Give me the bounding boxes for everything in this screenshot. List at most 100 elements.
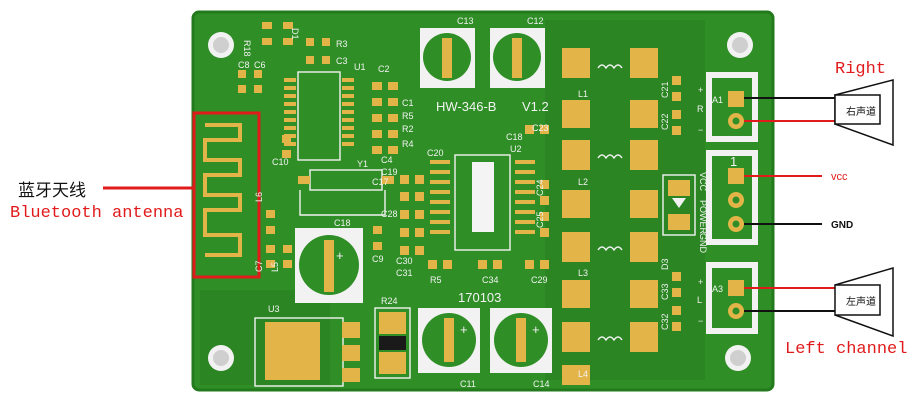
capacitor-c14: +	[490, 308, 552, 373]
mark-right-plus: +	[698, 85, 703, 95]
resistor-array	[372, 82, 398, 154]
vcc-label: vcc	[831, 171, 848, 183]
mark-gnd: GND	[698, 233, 708, 254]
right-speaker-label: 右声道	[846, 105, 876, 118]
mark-vcc: VCC	[698, 172, 708, 192]
ref-c28: C28	[381, 209, 398, 219]
ref-c18-top: C18	[506, 132, 523, 142]
svg-text:+: +	[460, 322, 468, 337]
ref-c6: C6	[254, 60, 266, 70]
antenna-label-cn: 蓝牙天线	[18, 181, 86, 201]
mark-left-plus: +	[698, 277, 703, 287]
mark-left-minus: −	[698, 316, 703, 326]
resistor-r24	[374, 307, 411, 379]
svg-text:+: +	[428, 72, 436, 87]
ref-c9: C9	[372, 254, 384, 264]
ref-l4: L4	[578, 369, 588, 379]
antenna-highlight-box	[192, 111, 261, 279]
ref-c32: C32	[660, 313, 670, 330]
ref-r2: R2	[402, 124, 414, 134]
mark-right-minus: −	[698, 125, 703, 135]
ref-y1: Y1	[357, 159, 368, 169]
small-smd-parts	[238, 22, 382, 268]
ref-c8: C8	[238, 60, 250, 70]
capacitor-pads-center	[400, 125, 549, 269]
ref-c4: C4	[381, 155, 393, 165]
ref-c29: C29	[531, 275, 548, 285]
inductor-coil-marks	[597, 64, 623, 342]
ref-r5: R5	[402, 111, 414, 121]
capacitor-c13: +	[420, 28, 475, 88]
ref-c17: C17	[372, 177, 389, 187]
board-model: HW-346-B	[436, 99, 496, 114]
capacitor-c11: +	[418, 308, 480, 373]
chip-u1	[284, 71, 354, 161]
inductor-pads	[562, 48, 658, 385]
mark-power: POWER	[698, 200, 708, 235]
ref-c22: C22	[660, 113, 670, 130]
mounting-holes	[208, 32, 753, 371]
terminal-block-left	[706, 262, 758, 334]
ref-u1: U1	[354, 62, 366, 72]
ref-c19: C19	[381, 167, 398, 177]
ref-d1: D1	[290, 28, 300, 40]
ref-l2: L2	[578, 177, 588, 187]
right-speaker-wires	[744, 97, 835, 122]
ref-r3: R3	[336, 39, 348, 49]
mark-pin1: 1	[730, 154, 737, 169]
ref-c31: C31	[396, 268, 413, 278]
ref-l6: L6	[254, 192, 264, 202]
ref-r4: R4	[402, 139, 414, 149]
ref-c2: C2	[378, 64, 390, 74]
mark-r: R	[697, 104, 704, 114]
ref-c1: C1	[402, 98, 414, 108]
ref-c34: C34	[482, 275, 499, 285]
ref-l1: L1	[578, 89, 588, 99]
svg-text:+: +	[532, 322, 540, 337]
ref-r18: R18	[242, 40, 252, 57]
capacitor-c12: +	[490, 28, 545, 88]
svg-text:+: +	[336, 248, 344, 263]
board-date-code: 170103	[458, 290, 501, 305]
ref-r5-bottom: R5	[430, 275, 442, 285]
terminal-block-power	[706, 150, 758, 245]
ref-c12: C12	[527, 16, 544, 26]
ref-a1: A1	[712, 95, 723, 105]
mark-l: L	[697, 295, 702, 305]
board-version: V1.2	[522, 99, 549, 114]
ref-r24: R24	[381, 296, 398, 306]
ref-c33: C33	[660, 283, 670, 300]
left-channel-label: Left channel	[785, 340, 908, 359]
ref-c23: C23	[532, 123, 549, 133]
ref-c14: C14	[533, 379, 550, 389]
power-switch	[662, 174, 696, 236]
ref-c11: C11	[460, 379, 476, 389]
ref-u3: U3	[268, 304, 280, 314]
gnd-label: GND	[831, 220, 853, 231]
silkscreen-labels: R18 D1 R3 C3 C8 C6 U1 C2 C13 C12 C1 R5 R…	[238, 16, 737, 389]
svg-text:+: +	[498, 72, 506, 87]
capacitor-c18: +	[295, 228, 363, 303]
antenna-label-en: Bluetooth antenna	[10, 204, 184, 223]
ref-c3: C3	[336, 56, 348, 66]
crystal-y1	[298, 169, 394, 216]
ref-d3: D3	[660, 258, 670, 270]
ref-l3: L3	[578, 268, 588, 278]
ref-c18: C18	[334, 218, 351, 228]
ref-c30: C30	[396, 256, 413, 266]
ref-a3: A3	[712, 284, 723, 294]
ref-l5: L5	[270, 262, 280, 272]
ref-c25: C25	[535, 211, 545, 228]
ref-c10: C10	[272, 157, 289, 167]
left-speaker-label: 左声道	[846, 295, 876, 308]
speaker-left-icon	[834, 266, 894, 338]
ref-u2: U2	[510, 144, 522, 154]
terminal-block-right	[706, 72, 758, 142]
chip-u2	[430, 154, 535, 251]
bluetooth-antenna-trace	[203, 123, 242, 257]
ref-c13: C13	[457, 16, 474, 26]
chip-u3	[254, 317, 360, 387]
speaker-right-icon	[834, 79, 894, 147]
right-channel-label: Right	[835, 60, 887, 79]
